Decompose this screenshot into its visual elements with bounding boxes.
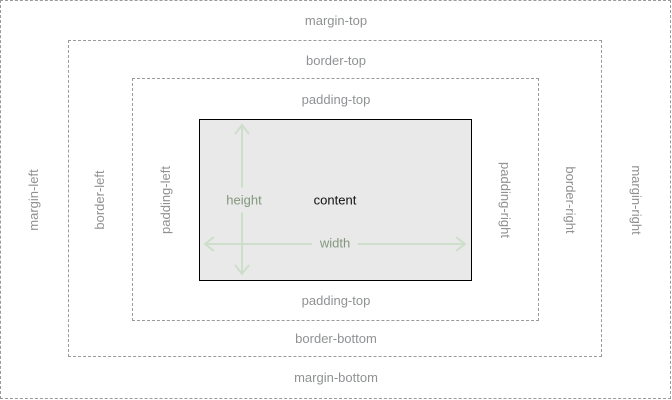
margin-bottom-label: margin-bottom [294,370,378,385]
padding-top-label: padding-top [301,92,371,107]
margin-right-label: margin-right [629,165,644,235]
padding-box-outline [132,78,539,321]
border-right-label: border-right [563,166,578,234]
padding-left-label: padding-left [158,166,173,234]
margin-top-label: margin-top [304,13,368,28]
padding-bottom-label: padding-top [301,293,371,308]
border-top-label: border-top [306,53,366,68]
content-label: content [313,192,357,208]
border-left-label: border-left [92,170,107,230]
margin-left-label: margin-left [26,169,41,231]
height-label: height [224,187,264,213]
width-label: width [311,234,359,252]
padding-right-label: padding-right [498,162,513,238]
content-box: height content width [199,119,472,281]
border-box-outline [68,40,602,357]
border-bottom-label: border-bottom [295,331,377,346]
